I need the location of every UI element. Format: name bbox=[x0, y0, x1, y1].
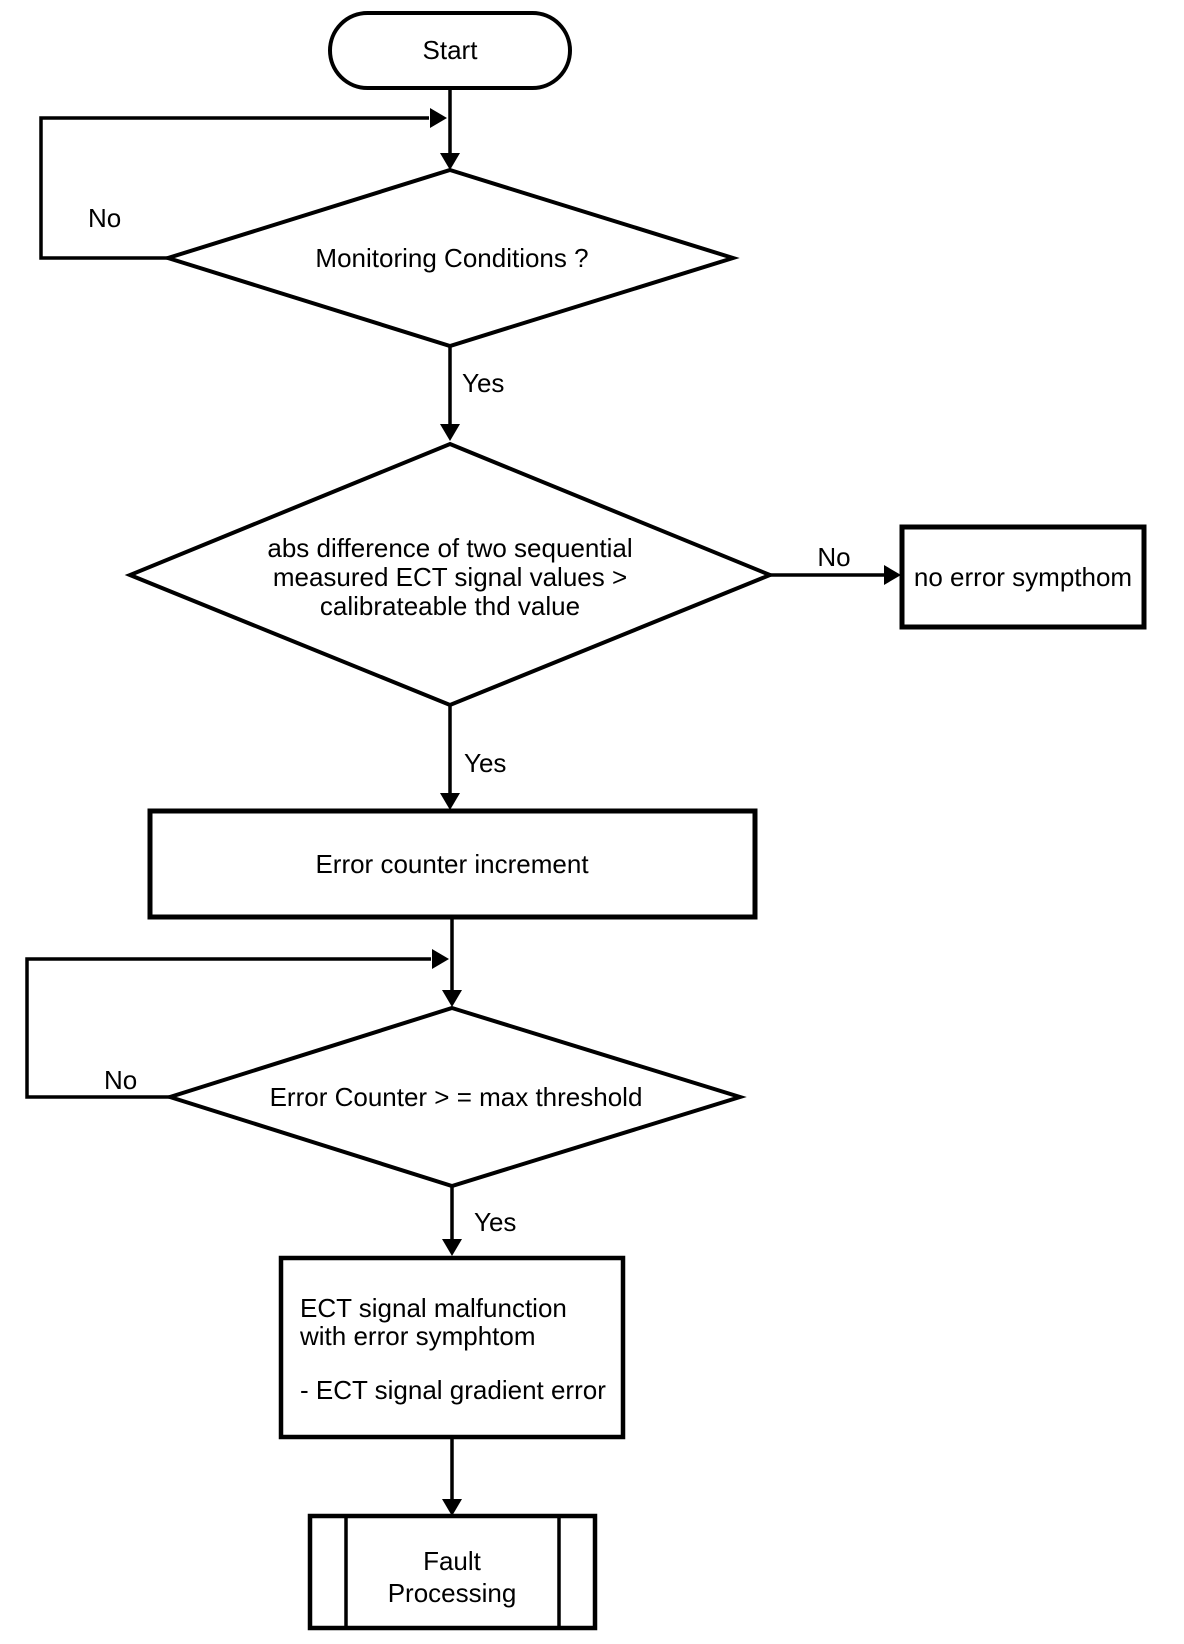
edge-monitoring-no-loop bbox=[39, 116, 429, 260]
edge-label-monitoring-no: No bbox=[88, 203, 121, 233]
ect-malfunction-line1: ECT signal malfunction bbox=[300, 1293, 567, 1323]
ect-malfunction-line2: with error symphtom bbox=[299, 1321, 536, 1351]
arrowhead-into-malfunction bbox=[442, 1239, 462, 1256]
ect-malfunction-line3: - ECT signal gradient error bbox=[300, 1375, 606, 1405]
fault-processing-outline bbox=[307, 1513, 598, 1631]
arrowhead-max-loop bbox=[432, 949, 449, 969]
edge-label-absdiff-no: No bbox=[817, 542, 850, 572]
edge-label-max-no: No bbox=[104, 1065, 137, 1095]
node-error-counter-increment bbox=[147, 808, 758, 920]
decision-monitoring-label: Monitoring Conditions ? bbox=[315, 243, 588, 273]
arrowhead-monitoring-loop bbox=[430, 108, 447, 128]
arrowhead-into-fault bbox=[442, 1499, 462, 1516]
edge-max-no-loop bbox=[25, 957, 431, 1099]
fault-processing-line2: Processing bbox=[388, 1578, 517, 1608]
node-no-error-symptom bbox=[899, 524, 1147, 630]
decision-max-label: Error Counter > = max threshold bbox=[270, 1082, 643, 1112]
error-counter-increment-label: Error counter increment bbox=[315, 849, 589, 879]
connectors bbox=[25, 88, 901, 1516]
node-ect-malfunction bbox=[278, 1255, 626, 1440]
nodes bbox=[124, 11, 1147, 1631]
decision-absdiff-line2: measured ECT signal values > bbox=[273, 562, 627, 592]
node-fault-processing bbox=[307, 1513, 598, 1631]
fault-processing-line1: Fault bbox=[423, 1546, 482, 1576]
no-error-symptom-label: no error sympthom bbox=[914, 562, 1132, 592]
start-label: Start bbox=[423, 35, 479, 65]
start-node bbox=[328, 11, 572, 90]
labels: Start No Monitoring Conditions ? Yes abs… bbox=[88, 35, 1132, 1608]
edge-label-max-yes: Yes bbox=[474, 1207, 516, 1237]
decision-absdiff-line3: calibrateable thd value bbox=[320, 591, 580, 621]
edge-label-absdiff-yes: Yes bbox=[464, 748, 506, 778]
decision-absdiff-line1: abs difference of two sequential bbox=[267, 533, 632, 563]
decision-abs-difference bbox=[124, 441, 776, 708]
arrowhead-into-max bbox=[442, 990, 462, 1007]
edge-label-monitoring-yes: Yes bbox=[462, 368, 504, 398]
decision-monitoring-conditions bbox=[161, 167, 740, 349]
arrowhead-into-monitoring bbox=[440, 153, 460, 170]
decision-error-counter-max bbox=[163, 1005, 747, 1189]
arrowhead-into-no-error bbox=[884, 565, 901, 585]
arrowhead-into-absdiff bbox=[440, 424, 460, 441]
arrowhead-into-counter bbox=[440, 793, 460, 810]
